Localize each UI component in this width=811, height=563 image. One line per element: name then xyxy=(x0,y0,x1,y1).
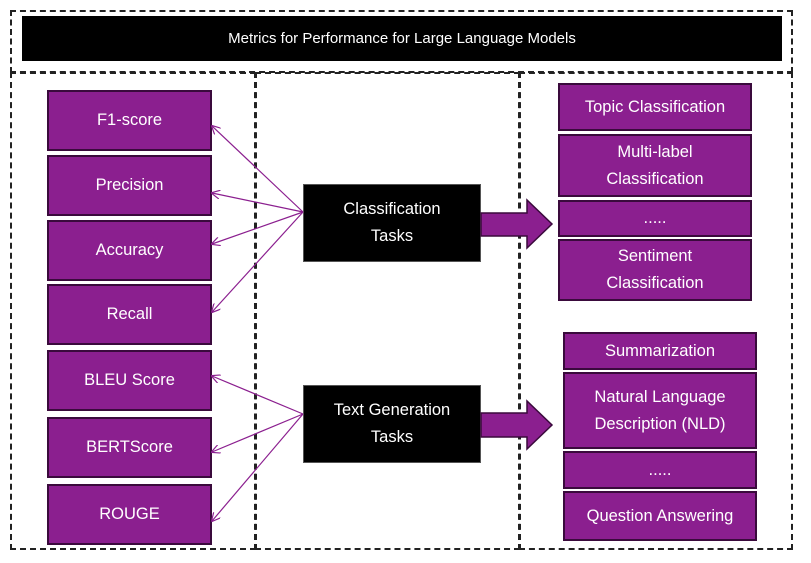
subtasks-frame xyxy=(519,72,793,550)
type-topic-classification: Topic Classification xyxy=(558,83,752,131)
arrow-classification-to-recall xyxy=(212,211,304,312)
arrow-generation-to-rouge xyxy=(212,413,304,521)
arrow-generation-to-bleu xyxy=(212,376,304,415)
metric-precision: Precision xyxy=(47,155,212,216)
text-generation-tasks-box: Text Generation Tasks xyxy=(303,385,481,463)
type-question-answering: Question Answering xyxy=(563,491,757,541)
type-sentiment-classification: Sentiment Classification xyxy=(558,239,752,301)
type-generation-ellipsis: ..... xyxy=(563,451,757,489)
metric-bleu-score: BLEU Score xyxy=(47,350,212,411)
type-summarization: Summarization xyxy=(563,332,757,370)
type-natural-language-description: Natural Language Description (NLD) xyxy=(563,372,757,449)
arrow-classification-to-precision xyxy=(212,193,304,213)
type-multi-label-classification: Multi-label Classification xyxy=(558,134,752,197)
block-arrow-generation xyxy=(480,399,554,451)
metric-accuracy: Accuracy xyxy=(47,220,212,281)
metric-f1-score: F1-score xyxy=(47,90,212,151)
metric-bertscore: BERTScore xyxy=(47,417,212,478)
metric-recall: Recall xyxy=(47,284,212,345)
arrow-classification-to-f1 xyxy=(212,126,304,213)
block-arrow-classification xyxy=(480,198,554,250)
arrow-generation-to-bertscore xyxy=(212,413,304,452)
classification-tasks-box: Classification Tasks xyxy=(303,184,481,262)
arrow-classification-to-accuracy xyxy=(212,211,304,244)
diagram-title: Metrics for Performance for Large Langua… xyxy=(22,16,782,61)
type-classification-ellipsis: ..... xyxy=(558,200,752,237)
